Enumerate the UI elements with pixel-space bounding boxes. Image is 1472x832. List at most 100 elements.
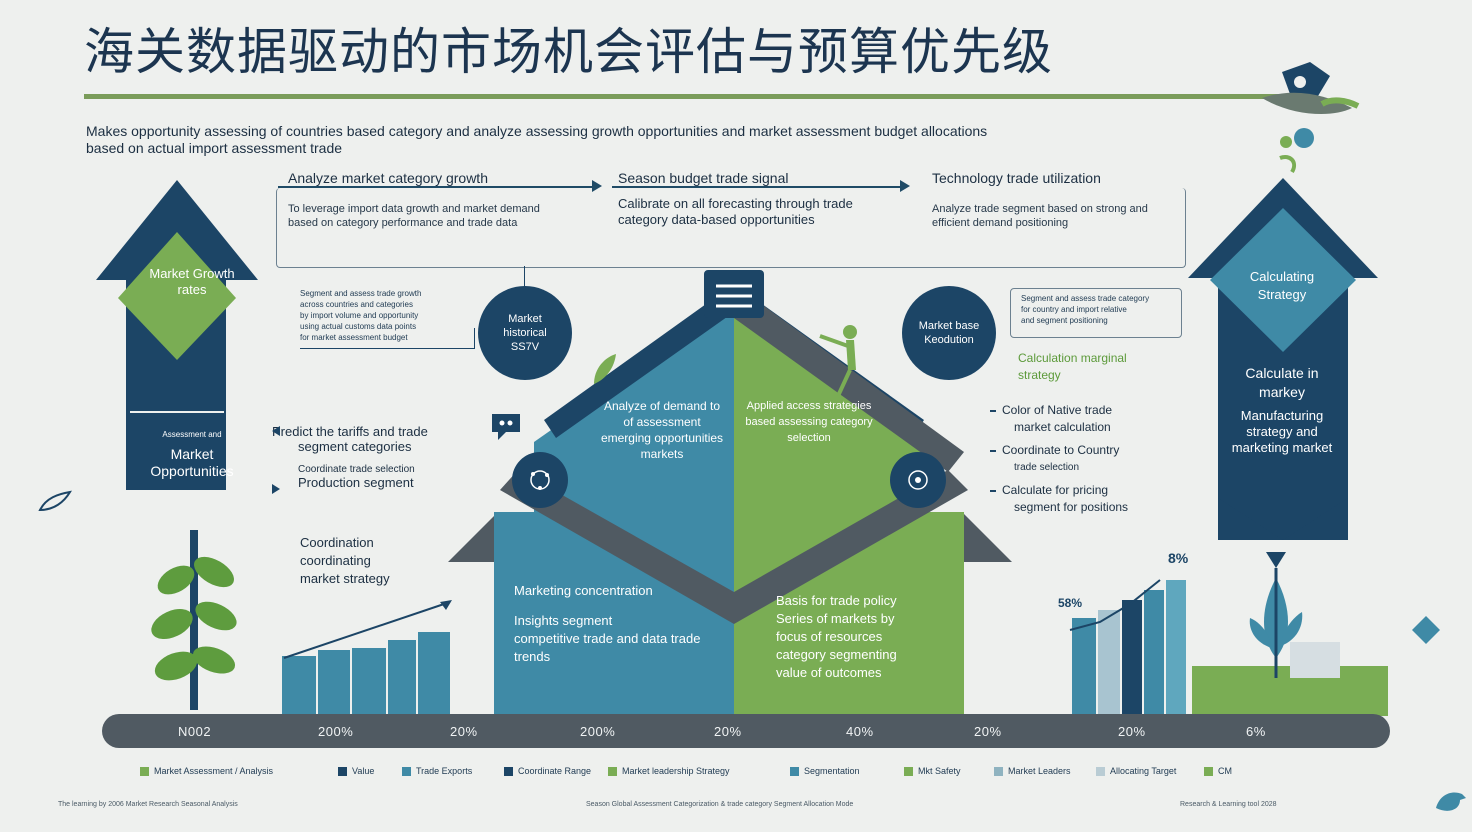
stage-2-label: Season budget trade signal (618, 170, 789, 186)
person-climbing-icon (819, 325, 857, 397)
legend-swatch (994, 766, 1003, 776)
predict-line-1: Predict the tariffs and trade (272, 424, 428, 439)
leaf-sprout-icon (594, 354, 616, 384)
right-diamond-text: Calculating Strategy (1249, 269, 1315, 302)
right-chart-top-label: 8% (1168, 550, 1189, 566)
legend-swatch (140, 766, 149, 776)
right-note-line: for country and import relative (1021, 305, 1127, 314)
house-right-text: Applied access strategies based assessin… (745, 400, 873, 444)
bullet-icon (990, 489, 996, 492)
legend-label: Allocating Target (1110, 766, 1177, 776)
right-bottom-text: Manufacturing strategy and marketing mar… (1231, 408, 1333, 455)
stage-1-label: Analyze market category growth (288, 170, 488, 186)
left-notes-underline (300, 348, 475, 349)
stage-1-arrow (278, 186, 592, 188)
left-predictive-block: Predict the tariffs and trade segment ca… (272, 424, 428, 490)
legend-item: Allocating Target (1096, 766, 1176, 776)
predict-line-4: Production segment (298, 475, 414, 490)
legend-swatch (402, 766, 411, 776)
right-green-note: Calculation marginal strategy (1018, 350, 1127, 384)
timeline-bar (102, 714, 1390, 748)
house-lb-3: competitive trade and data trade trends (514, 631, 701, 664)
small-leaf-icon (38, 490, 72, 512)
stage-3-body: Analyze trade segment based on strong an… (932, 203, 1148, 229)
chat-bubble-icon (492, 414, 520, 440)
left-pointer-arrows (272, 426, 280, 494)
gear-leaf-icon (1262, 62, 1360, 174)
stage-connector (524, 266, 525, 286)
legend-label: Market leadership Strategy (622, 766, 730, 776)
right-circle-badge: Market base Keodution (902, 286, 996, 380)
legend-item: Mkt Safety (904, 766, 961, 776)
timeline-label: 200% (580, 724, 616, 739)
bullet-icon (990, 449, 996, 452)
legend-item: Market Leaders (994, 766, 1071, 776)
left-tiny-notes: Segment and assess trade growth across c… (300, 288, 470, 343)
timeline-label: 20% (450, 724, 478, 739)
stage-1-arrowhead (592, 180, 602, 192)
house-right-bottom: Basis for trade policy Series of markets… (776, 592, 976, 682)
stage-1-body: To leverage import data growth and marke… (288, 203, 540, 229)
legend-label: Coordinate Range (518, 766, 592, 776)
house-rb-2: Series of markets by (776, 611, 895, 626)
legend-item: Market Assessment / Analysis (140, 766, 273, 776)
footer-mid: Season Global Assessment Categorization … (586, 801, 854, 808)
right-mid-text: Calculate in markey (1245, 365, 1319, 400)
legend-swatch (338, 766, 347, 776)
house-rb-4: category segmenting (776, 647, 897, 662)
legend-swatch (790, 766, 799, 776)
coord-line-1: Coordination (300, 535, 374, 550)
stage-3-label: Technology trade utilization (932, 170, 1101, 186)
left-note-line: Segment and assess trade growth (300, 289, 422, 298)
timeline-label: 200% (318, 724, 354, 739)
right-item-1b: market calculation (1014, 420, 1111, 434)
house-left-bottom: Marketing concentration Insights segment… (514, 582, 704, 666)
right-column-arrow (1188, 178, 1378, 540)
left-circle-badge: Market historical SS7V (478, 286, 572, 380)
legend-label: Mkt Safety (918, 766, 961, 776)
right-item-2: Coordinate to Country (1002, 443, 1120, 457)
legend-swatch (504, 766, 513, 776)
bird-icon (1436, 792, 1466, 811)
house-lb-1: Marketing concentration (514, 583, 653, 598)
stage-2-arrowhead (900, 180, 910, 192)
stage-frame (276, 188, 1186, 268)
legend-item: CM (1204, 766, 1232, 776)
legend-swatch (1204, 766, 1213, 776)
right-item-3b: segment for positions (1014, 500, 1129, 514)
bullet-icon (990, 409, 996, 412)
subtitle-line-2: based on actual import assessment trade (86, 140, 343, 156)
legend-item: Coordinate Range (504, 766, 591, 776)
legend-label: Market Assessment / Analysis (154, 766, 274, 776)
legend-item: Value (338, 766, 374, 776)
timeline-label: 20% (974, 724, 1002, 739)
left-note-line: for market assessment budget (300, 333, 408, 342)
left-node-circle (512, 452, 568, 508)
left-diamond-text: Market Growth rates (149, 266, 235, 297)
subtitle-line-1: Makes opportunity assessing of countries… (86, 123, 988, 139)
right-tiny-frame: Segment and assess trade category for co… (1010, 288, 1182, 338)
right-item-2b: trade selection (1014, 462, 1080, 473)
house-rb-5: value of outcomes (776, 665, 882, 680)
timeline-label: 6% (1246, 724, 1266, 739)
right-bar-chart (1069, 579, 1186, 716)
right-note-line: and segment positioning (1021, 316, 1108, 325)
legend-item: Market leadership Strategy (608, 766, 730, 776)
coord-block: Coordination coordinating market strateg… (300, 534, 390, 588)
left-note-line: across countries and categories (300, 300, 413, 309)
coord-line-3: market strategy (300, 571, 390, 586)
right-chart-mid-label: 58% (1058, 596, 1083, 610)
stage-2-body: Calibrate on all forecasting through tra… (618, 196, 853, 227)
legend-swatch (1096, 766, 1105, 776)
right-items: Color of Native trade market calculation… (990, 402, 1128, 516)
network-icon (530, 470, 550, 490)
timeline-label: 20% (714, 724, 742, 739)
subtitle: Makes opportunity assessing of countries… (86, 123, 1086, 157)
house-rb-3: focus of resources (776, 629, 883, 644)
right-node-circle (890, 452, 946, 508)
house-lb-2: Insights segment (514, 613, 613, 628)
left-bar-chart (282, 600, 452, 716)
left-notes-connector (474, 328, 475, 349)
house-rb-1: Basis for trade policy (776, 593, 897, 608)
legend-swatch (904, 766, 913, 776)
